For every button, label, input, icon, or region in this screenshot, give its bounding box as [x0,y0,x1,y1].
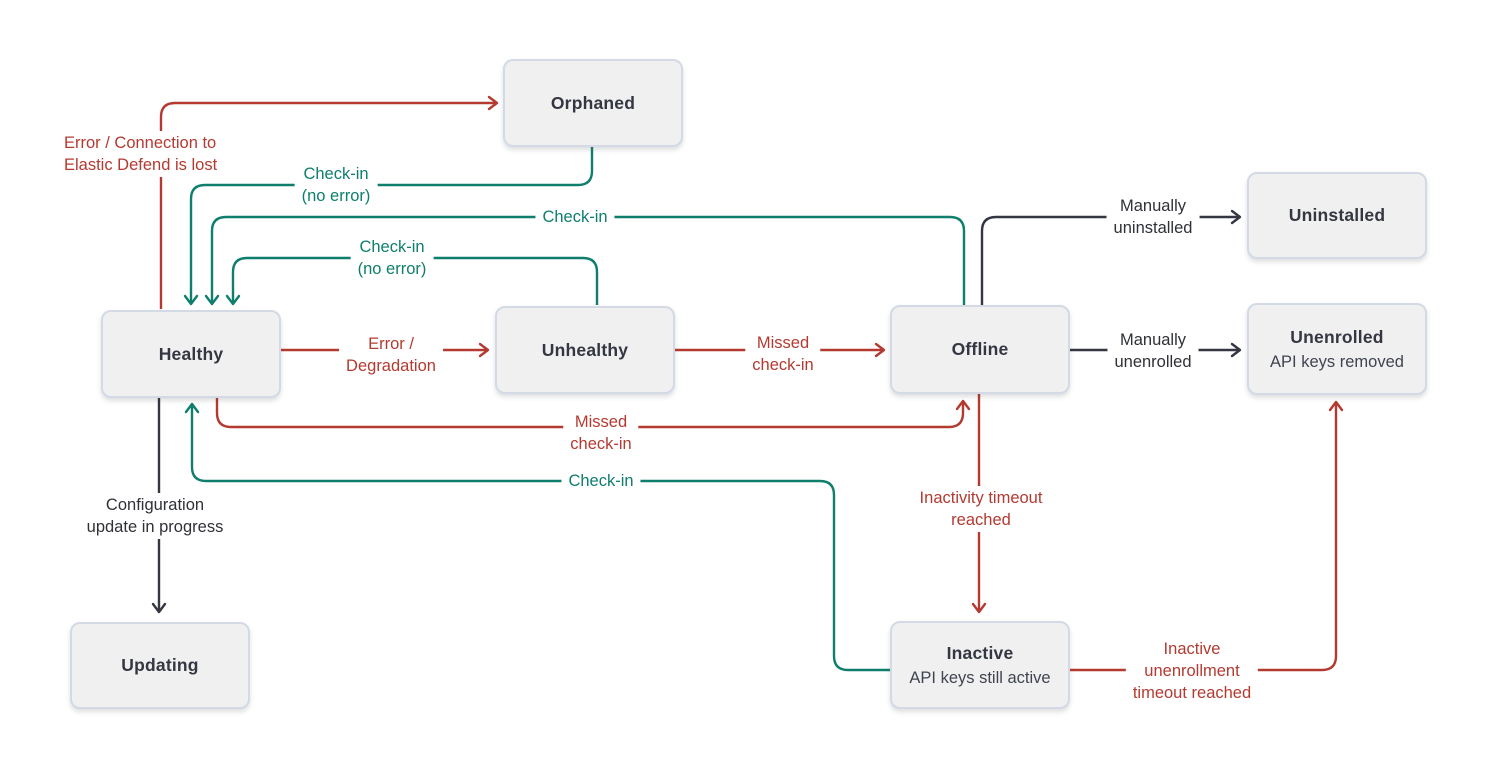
state-label: Unenrolled [1290,326,1384,347]
state-node-unhealthy: Unhealthy [495,306,675,394]
edge-label-configuration-update: Configuration update in progress [79,493,231,539]
state-label: Unhealthy [541,339,629,360]
edge-inactive-to-healthy [184,402,890,672]
edge-label-inactivity-timeout: Inactivity timeout reached [912,486,1050,532]
state-label: Updating [121,655,199,675]
edge-healthy-to-orphaned [159,95,499,309]
state-label: Orphaned [550,92,636,113]
state-node-orphaned: Orphaned [503,59,683,147]
edge-label-error-degradation: Error / Degradation [339,332,443,378]
edge-inactive-to-unenrolled [1070,400,1344,672]
state-label: Inactive [946,642,1014,663]
edge-label-checkin-no-error-orphaned: Check-in (no error) [294,162,378,208]
state-node-uninstalled: Uninstalled [1247,172,1427,259]
edge-label-error-connection: Error / Connection to Elastic Defend is … [64,131,222,177]
edge-label-manually-uninstalled: Manually uninstalled [1106,194,1200,240]
edge-label-missed-checkin-upper: Missed check-in [745,331,821,377]
edge-label-checkin-inactive: Check-in [561,469,641,493]
edge-label-checkin-offline: Check-in [535,205,615,229]
edge-label-checkin-no-error-unhealthy: Check-in (no error) [350,235,434,281]
state-node-updating: Updating [70,622,250,709]
state-node-healthy: Healthy [101,310,281,398]
edge-label-manually-unenrolled: Manually unenrolled [1107,328,1199,374]
state-sublabel: API keys removed [1270,352,1404,371]
state-label: Uninstalled [1288,205,1386,225]
edge-offline-to-healthy [204,215,966,306]
edge-label-inactive-unenrollment-timeout: Inactive unenrollment timeout reached [1125,637,1259,705]
state-label: Offline [951,339,1009,359]
edge-label-missed-checkin-lower: Missed check-in [563,410,639,456]
edge-offline-to-uninstalled [980,209,1242,305]
state-label: Healthy [158,343,224,364]
state-node-inactive: Inactive API keys still active [890,621,1070,709]
state-sublabel: API keys still active [909,668,1051,687]
edge-orphaned-to-healthy [183,147,594,306]
state-node-offline: Offline [890,305,1070,394]
state-node-unenrolled: Unenrolled API keys removed [1247,303,1427,395]
